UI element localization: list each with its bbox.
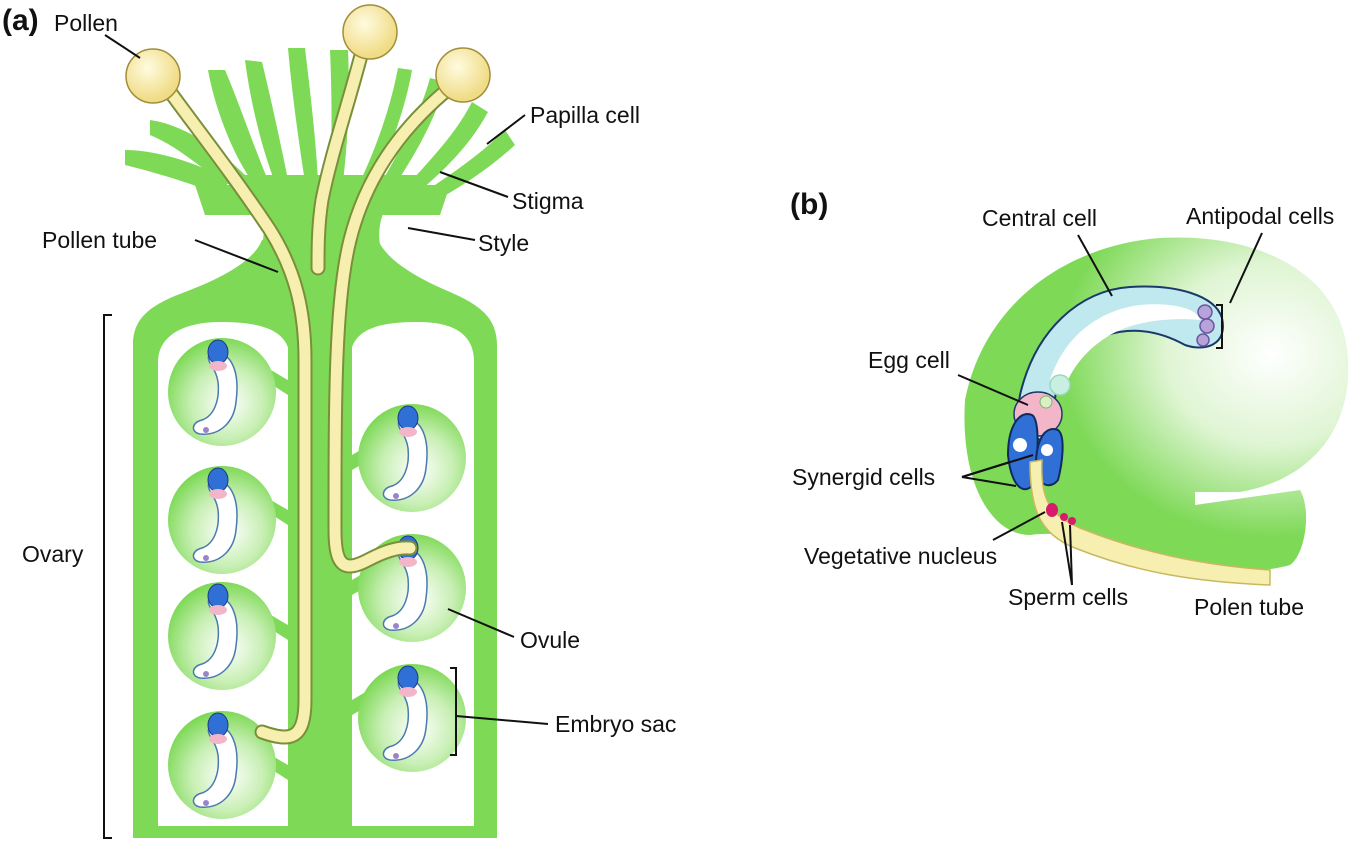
panel-a-drawing (103, 4, 549, 839)
label-papilla-cell: Papilla cell (530, 102, 640, 128)
panel-b-label: (b) (790, 188, 829, 221)
label-ovule: Ovule (520, 627, 581, 653)
label-ovary: Ovary (22, 541, 84, 567)
label-synergid-cells: Synergid cells (792, 464, 936, 490)
sperm-cell-drawing (1068, 517, 1076, 525)
pollen-tubes (152, 32, 470, 745)
label-central-cell: Central cell (982, 205, 1098, 231)
central-cell-vacuole (1050, 304, 1200, 395)
label-pollen: Pollen (54, 10, 118, 36)
ovary-cavity-left (158, 322, 290, 826)
antipodal-bracket (1216, 304, 1223, 349)
pollen-grain (125, 48, 181, 104)
panel-a-label: (a) (2, 4, 39, 37)
sperm-cell-drawing (1060, 513, 1068, 521)
label-style: Style (478, 230, 530, 256)
synergid-right (1034, 428, 1064, 487)
ovary-bracket (103, 314, 112, 839)
label-polen-tube: Polen tube (1194, 594, 1304, 620)
pollen-grains (125, 4, 491, 104)
antipodal-cells-drawing (1196, 304, 1215, 347)
panel-b-leaders (957, 232, 1263, 586)
pollen-grain (342, 4, 398, 60)
label-antipodal-cells: Antipodal cells (1186, 203, 1335, 229)
label-pollen-tube: Pollen tube (42, 227, 158, 253)
panel-a-leaders (104, 34, 549, 725)
panel-b-drawing (957, 232, 1349, 586)
vegetative-nucleus-drawing (1046, 503, 1058, 517)
polar-nucleus (1049, 374, 1071, 396)
label-sperm-cells: Sperm cells (1008, 584, 1129, 610)
label-embryo-sac: Embryo sac (555, 711, 677, 737)
embryo-sac-bracket (450, 667, 457, 756)
label-vegetative-nucleus: Vegetative nucleus (804, 543, 998, 569)
pollen-grain (435, 47, 491, 103)
label-stigma: Stigma (512, 188, 584, 214)
label-egg-cell: Egg cell (868, 347, 950, 373)
